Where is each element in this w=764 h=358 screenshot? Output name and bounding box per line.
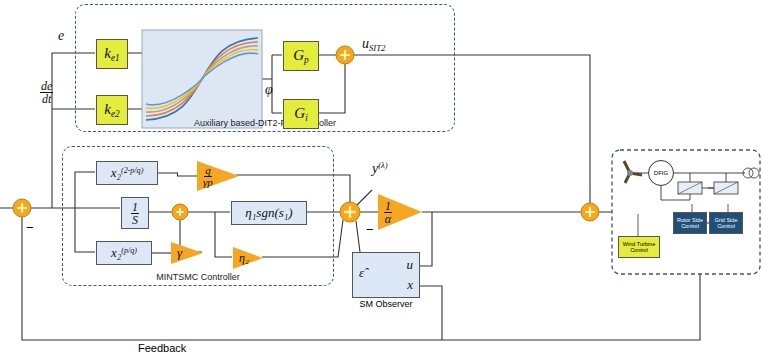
signal-name: ε̂ [359, 265, 364, 281]
block-box: Grid Side Control [709, 212, 743, 234]
gain-text: γ [177, 245, 182, 261]
summing-junctions [13, 46, 599, 222]
signal-label: e [58, 28, 64, 44]
signal-label: − [26, 220, 34, 235]
dfig-plant-illustration [612, 150, 760, 274]
signal-label: Feedback [138, 342, 186, 354]
signal-label: − [366, 222, 374, 237]
block-text: DFIG [654, 170, 668, 177]
symbol: G [293, 47, 304, 63]
denominator: dt [42, 93, 51, 105]
subscript: e1 [111, 53, 120, 63]
superscript: (p/q) [121, 246, 137, 255]
block-title: SM Observer [347, 299, 425, 309]
subscript: p [304, 55, 309, 65]
block-box: η₁sgn(s₁) [231, 201, 307, 225]
symbol: y [372, 161, 378, 176]
numerator: de [40, 80, 53, 93]
signal-label: φ [265, 82, 273, 98]
triangle-shape [171, 242, 203, 264]
math-expression: Gi [294, 105, 307, 123]
subscript: e2 [111, 109, 120, 119]
block-box: x₂(2-p/q) [96, 161, 158, 185]
block-text: Grid Side Control [711, 217, 741, 229]
gain-text: η₁sgn(s₁) [245, 205, 292, 221]
symbol: u [362, 36, 369, 51]
signal-label: uSIT2 [362, 36, 385, 53]
signal-label: dedt [40, 80, 53, 105]
label-text: Feedback [138, 342, 186, 354]
math-expression: ke2 [104, 101, 119, 119]
block-box: x₂(p/q) [96, 241, 152, 265]
signal-name: x [407, 277, 413, 293]
symbol: x₂ [111, 165, 121, 180]
gain-triangle: 1α [378, 194, 422, 230]
superscript: (2-p/q) [121, 166, 143, 175]
numerator: 1 [131, 201, 139, 214]
block-box: Wind Turbine Control [618, 236, 660, 258]
math-expression: x₂(2-p/q) [111, 165, 144, 181]
label-text: e [58, 28, 64, 43]
numerator: q [204, 165, 212, 177]
block-box: Gi [283, 99, 319, 129]
symbol: k [104, 101, 111, 117]
group-region: MINTSMC Controllerx₂(2-p/q)qγp1Sx₂(p/q)γ… [62, 146, 334, 286]
label-text: − [366, 222, 374, 237]
block-box: Rotor Side Control [673, 212, 707, 234]
block-box: ke2 [96, 95, 128, 125]
math-expression: Gp [293, 47, 309, 65]
signal-label: y(λ) [372, 160, 388, 177]
gain-triangle: η₂ [233, 247, 263, 269]
gain-text: η₂ [239, 251, 249, 266]
block-box: SM Observerε̂ux [352, 252, 420, 298]
generator-circle: DFIG [648, 160, 674, 186]
block-box: 1S [121, 197, 149, 229]
gain-triangle: qγp [197, 161, 239, 191]
symbol: k [104, 45, 111, 61]
block-text: Wind Turbine Control [620, 241, 658, 253]
block-text: Rotor Side Control [675, 217, 705, 229]
connector [152, 252, 171, 253]
block-box: Gp [283, 41, 319, 71]
group-region: Auxiliary based-DIT2-FPI Controllerke1ke… [75, 4, 455, 132]
superscript: (λ) [378, 160, 388, 170]
symbol: x₂ [111, 245, 121, 260]
fraction: dedt [40, 80, 53, 105]
label-text: φ [265, 82, 273, 97]
connector [158, 173, 197, 176]
denominator: α [385, 213, 391, 225]
signal-name: u [407, 257, 414, 273]
math-expression: x₂(p/q) [111, 245, 137, 261]
fraction: 1α [384, 200, 392, 225]
block-box: ke1 [96, 39, 128, 69]
subscript: i [305, 113, 308, 123]
numerator: 1 [384, 200, 392, 213]
gain-triangle: γ [171, 242, 203, 264]
fraction: 1S [131, 201, 139, 226]
group-title: Auxiliary based-DIT2-FPI Controller [76, 118, 454, 128]
group-title: MINTSMC Controller [63, 272, 333, 282]
subscript: SIT2 [369, 43, 385, 53]
symbol: G [294, 105, 305, 121]
math-expression: ke1 [104, 45, 119, 63]
signal-wires [0, 53, 700, 340]
denominator: S [132, 214, 138, 226]
fuzzy-membership-image [142, 30, 262, 128]
fraction: qγp [203, 165, 213, 188]
label-text: − [26, 220, 34, 235]
denominator: γp [203, 177, 213, 188]
